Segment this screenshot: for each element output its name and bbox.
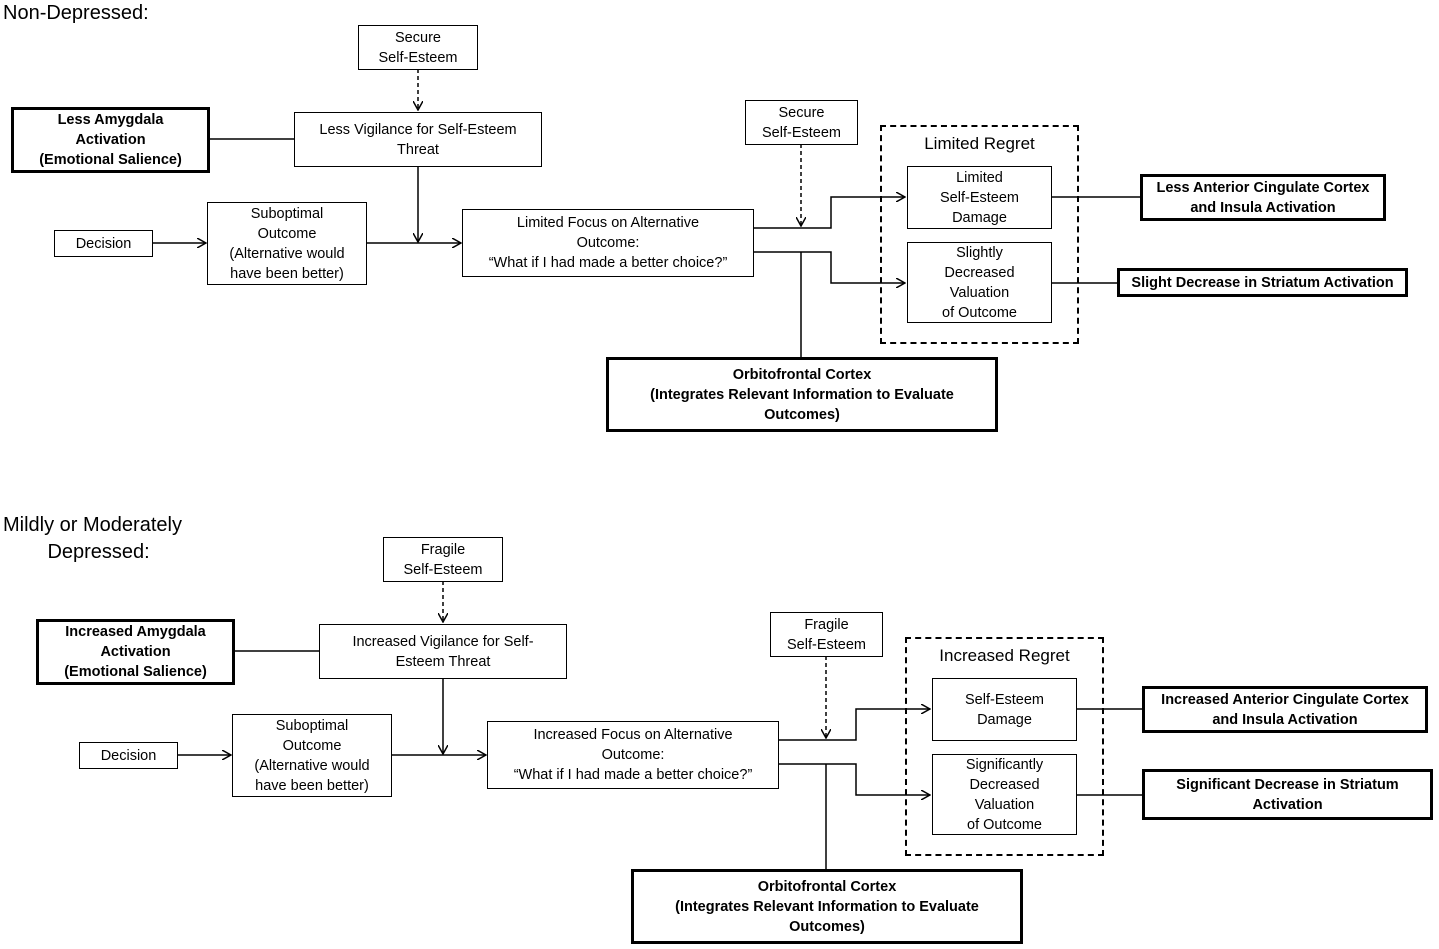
self-esteem-top-box: Fragile Self-Esteem bbox=[383, 537, 503, 582]
suboptimal-outcome-box: Suboptimal Outcome (Alternative would ha… bbox=[207, 202, 367, 285]
amygdala-box: Increased Amygdala Activation (Emotional… bbox=[36, 619, 235, 685]
self-esteem-mid-box: Secure Self-Esteem bbox=[745, 100, 858, 145]
self-esteem-damage-box: Self-Esteem Damage bbox=[932, 678, 1077, 741]
decision-box: Decision bbox=[79, 742, 178, 769]
decision-box: Decision bbox=[54, 230, 153, 257]
orbitofrontal-cortex-box: Orbitofrontal Cortex (Integrates Relevan… bbox=[606, 357, 998, 432]
self-esteem-top-box: Secure Self-Esteem bbox=[358, 25, 478, 70]
valuation-box: Significantly Decreased Valuation of Out… bbox=[932, 754, 1077, 835]
striatum-box: Significant Decrease in Striatum Activat… bbox=[1142, 769, 1433, 820]
focus-to-valuation-arrow-2 bbox=[778, 763, 930, 795]
regret-title: Limited Regret bbox=[924, 134, 1035, 153]
orbitofrontal-cortex-box: Orbitofrontal Cortex (Integrates Relevan… bbox=[631, 869, 1023, 944]
focus-to-damage-arrow bbox=[753, 197, 905, 229]
striatum-box: Slight Decrease in Striatum Activation bbox=[1117, 268, 1408, 297]
suboptimal-outcome-box: Suboptimal Outcome (Alternative would ha… bbox=[232, 714, 392, 797]
regret-group: Limited Regret bbox=[880, 125, 1079, 344]
vigilance-box: Less Vigilance for Self-Esteem Threat bbox=[294, 112, 542, 167]
acc-insula-box: Increased Anterior Cingulate Cortex and … bbox=[1142, 686, 1428, 733]
focus-to-valuation-arrow bbox=[753, 251, 905, 283]
regret-group: Increased Regret bbox=[905, 637, 1104, 856]
panel-heading: Mildly or Moderately Depressed: bbox=[3, 514, 182, 563]
acc-insula-box: Less Anterior Cingulate Cortex and Insul… bbox=[1140, 174, 1386, 221]
vigilance-box: Increased Vigilance for Self- Esteem Thr… bbox=[319, 624, 567, 679]
valuation-box: Slightly Decreased Valuation of Outcome bbox=[907, 242, 1052, 323]
panel-heading: Non-Depressed: bbox=[3, 2, 149, 24]
focus-box: Increased Focus on Alternative Outcome: … bbox=[487, 721, 779, 789]
amygdala-box: Less Amygdala Activation (Emotional Sali… bbox=[11, 107, 210, 173]
focus-to-damage-arrow-2 bbox=[778, 709, 930, 741]
self-esteem-damage-box: Limited Self-Esteem Damage bbox=[907, 166, 1052, 229]
self-esteem-mid-box: Fragile Self-Esteem bbox=[770, 612, 883, 657]
focus-box: Limited Focus on Alternative Outcome: “W… bbox=[462, 209, 754, 277]
regret-title: Increased Regret bbox=[939, 646, 1070, 665]
